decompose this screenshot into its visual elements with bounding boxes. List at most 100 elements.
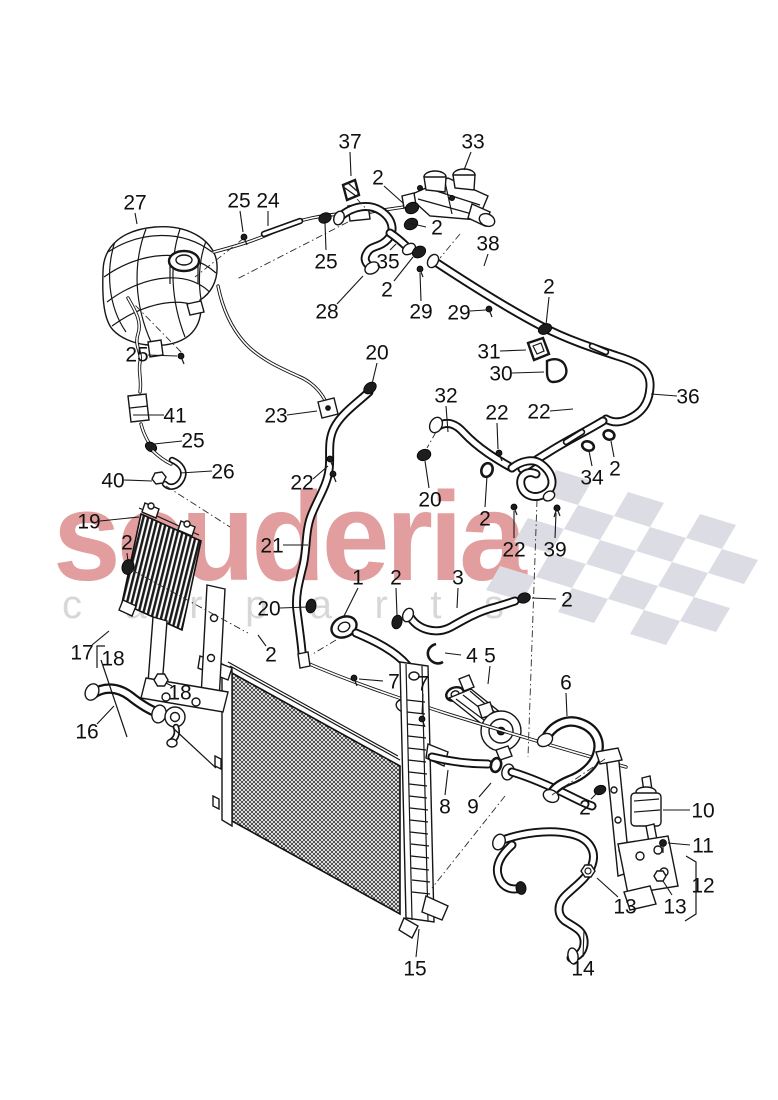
- leader-line: [496, 422, 499, 450]
- part-label-18: 18: [101, 648, 124, 671]
- screw-dot: [510, 503, 518, 511]
- part-label-39: 39: [543, 539, 566, 562]
- radiator-15: [197, 655, 449, 939]
- part-label-36: 36: [676, 386, 699, 409]
- part-label-40: 40: [101, 470, 124, 493]
- leader-line: [421, 693, 424, 715]
- part-label-2: 2: [561, 589, 573, 612]
- leader-line: [324, 222, 327, 251]
- clamp-2e: [602, 429, 616, 441]
- leader-line: [549, 408, 574, 412]
- expansion-tank: [102, 226, 218, 358]
- part-label-23: 23: [264, 405, 287, 428]
- part-label-1: 1: [352, 567, 364, 590]
- part-label-33: 33: [461, 131, 484, 154]
- part-label-2: 2: [381, 279, 393, 302]
- leader-line: [463, 151, 472, 171]
- part-label-28: 28: [315, 301, 338, 324]
- part-label-2: 2: [121, 532, 133, 555]
- pad-30: [545, 358, 568, 384]
- part-label-22: 22: [502, 539, 525, 562]
- bracket-31: [526, 336, 551, 362]
- leader-line: [419, 272, 422, 302]
- leader-line: [511, 371, 545, 374]
- clamp-2i: [593, 784, 607, 796]
- leader-line: [312, 465, 329, 480]
- screw-dot: [416, 265, 424, 273]
- leader-line: [91, 630, 110, 646]
- screw-dot-tail: [330, 461, 334, 468]
- leader-line: [395, 587, 398, 616]
- leader-line: [610, 440, 615, 458]
- leader-line: [336, 275, 364, 305]
- aux-pump-10: [630, 775, 662, 843]
- clamp-2g: [391, 614, 403, 630]
- hose-3: [401, 596, 520, 636]
- part-label-16: 16: [75, 721, 98, 744]
- flag-cell: [486, 566, 536, 601]
- leader-line: [444, 652, 462, 656]
- part-label-20: 20: [365, 342, 388, 365]
- hose-16: [84, 683, 186, 748]
- part-label-13: 13: [613, 896, 636, 919]
- leader-line: [582, 929, 585, 958]
- clamp-25b: [318, 212, 332, 224]
- leader-line: [371, 362, 378, 385]
- clamp-20a: [363, 381, 377, 395]
- part-label-9: 9: [467, 796, 479, 819]
- part-label-2: 2: [543, 276, 555, 299]
- grommet-37: [341, 178, 361, 202]
- screw-dot-tail: [489, 311, 493, 318]
- part-label-8: 8: [439, 796, 451, 819]
- leader-line: [383, 185, 404, 204]
- flag-cell: [636, 527, 686, 562]
- flag-cell: [536, 553, 586, 588]
- screw-dot: [418, 715, 426, 723]
- part-label-7: 7: [388, 671, 400, 694]
- leader-line: [445, 405, 449, 433]
- leader-line: [123, 479, 153, 482]
- leader-line: [531, 597, 557, 600]
- leader-line: [596, 877, 619, 898]
- screw-dot-tail: [244, 239, 248, 246]
- part-label-2: 2: [609, 458, 621, 481]
- leader-line: [179, 470, 213, 474]
- leader-line: [358, 678, 384, 682]
- part-label-2: 2: [431, 217, 443, 240]
- part-label-22: 22: [485, 402, 508, 425]
- part-label-3: 3: [452, 567, 464, 590]
- leader-line: [588, 450, 593, 467]
- flag-cell: [630, 610, 680, 645]
- part-label-2: 2: [265, 644, 277, 667]
- screw-dot: [177, 352, 185, 360]
- part-label-25: 25: [314, 251, 337, 274]
- flag-cell: [586, 540, 636, 575]
- leader-line: [469, 309, 487, 312]
- part-label-35: 35: [376, 251, 399, 274]
- clamp-2c: [411, 245, 427, 259]
- clamp-2h: [517, 592, 531, 604]
- hose-28: [333, 201, 397, 275]
- part-label-29: 29: [447, 302, 470, 325]
- part-label-22: 22: [527, 401, 550, 424]
- screw-dot-tail: [499, 455, 503, 462]
- screw-dot: [350, 674, 358, 682]
- leader-line: [650, 393, 678, 397]
- part-label-17: 17: [70, 642, 93, 665]
- part-label-12: 12: [691, 875, 714, 898]
- leader-line: [239, 210, 244, 233]
- hose-14: [492, 827, 598, 965]
- flag-cell: [564, 505, 614, 540]
- leader-line: [279, 606, 309, 609]
- alignment-lines: [100, 198, 606, 889]
- nut-13a: [580, 864, 596, 878]
- part-label-21: 21: [260, 535, 283, 558]
- screw-dot: [326, 455, 334, 463]
- part-label-41: 41: [163, 405, 186, 428]
- screw-dot: [553, 504, 561, 512]
- screw-dot-tail: [557, 510, 561, 517]
- part-label-4: 4: [466, 645, 478, 668]
- screw-dot-tail: [181, 358, 185, 365]
- leader-line: [165, 682, 173, 687]
